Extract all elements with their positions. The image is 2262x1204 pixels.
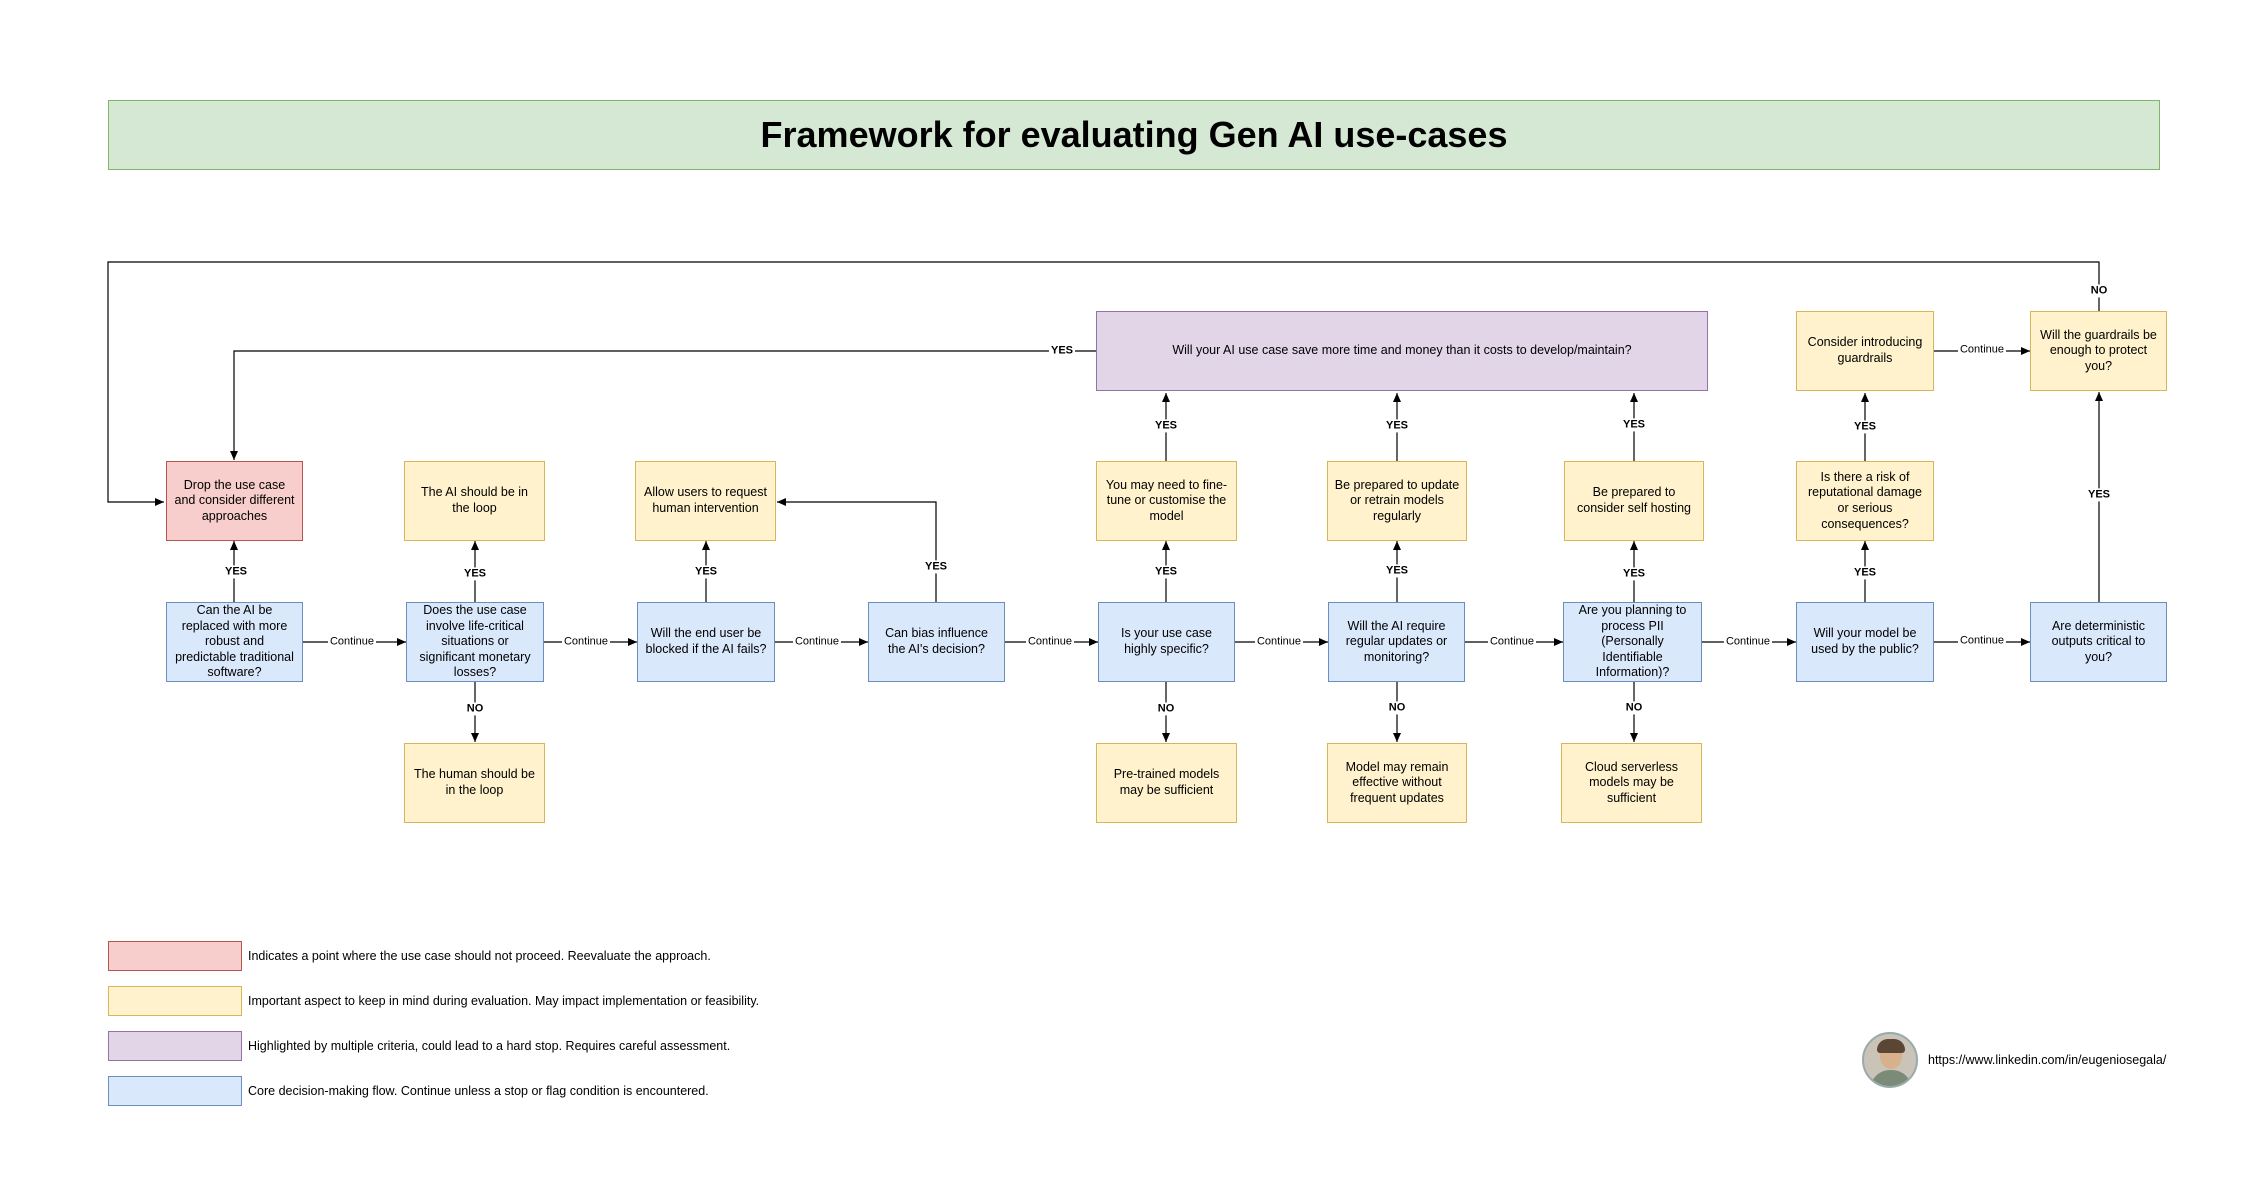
node-allow-intervention: Allow users to request human interventio…: [635, 461, 776, 541]
edge-label-yes: YES: [222, 565, 250, 579]
node-regular-updates: Will the AI require regular updates or m…: [1328, 602, 1465, 682]
edge-label-yes: YES: [1620, 418, 1648, 432]
legend-swatch-purple: [108, 1031, 242, 1061]
legend-text-purple: Highlighted by multiple criteria, could …: [248, 1039, 731, 1053]
node-highly-specific: Is your use case highly specific?: [1098, 602, 1235, 682]
edge-label-continue: Continue: [1487, 635, 1537, 649]
legend-swatch-red: [108, 941, 242, 971]
edge-label-yes: YES: [1152, 565, 1180, 579]
legend-swatch-yellow: [108, 986, 242, 1016]
edge-label-continue: Continue: [792, 635, 842, 649]
edge-bias-allow: [777, 498, 937, 602]
legend-text-yellow: Important aspect to keep in mind during …: [248, 994, 760, 1008]
edge-label-yes: YES: [1851, 566, 1879, 580]
edge-label-continue: Continue: [1723, 635, 1773, 649]
node-user-blocked: Will the end user be blocked if the AI f…: [637, 602, 775, 682]
edge-label-continue: Continue: [1957, 343, 2007, 357]
legend-text-red: Indicates a point where the use case sho…: [248, 949, 711, 963]
edge-label-continue: Continue: [1957, 634, 2007, 648]
node-remain-effective: Model may remain effective without frequ…: [1327, 743, 1467, 823]
node-process-pii: Are you planning to process PII (Persona…: [1563, 602, 1702, 682]
legend-text-blue: Core decision-making flow. Continue unle…: [248, 1084, 709, 1098]
edge-label-yes: YES: [1048, 344, 1076, 358]
edge-label-continue: Continue: [1025, 635, 1075, 649]
node-pretrained: Pre-trained models may be sufficient: [1096, 743, 1237, 823]
edge-label-yes: YES: [1620, 567, 1648, 581]
edge-label-yes: YES: [922, 560, 950, 574]
node-guardrails: Consider introducing guardrails: [1796, 311, 1934, 391]
edge-enough-drop: [107, 261, 2100, 506]
node-guardrails-enough: Will the guardrails be enough to protect…: [2030, 311, 2167, 391]
edge-label-yes: YES: [1383, 419, 1411, 433]
edge-label-yes: YES: [1152, 419, 1180, 433]
node-public-use: Will your model be used by the public?: [1796, 602, 1934, 682]
node-bias: Can bias influence the AI's decision?: [868, 602, 1005, 682]
edge-label-yes: YES: [2085, 488, 2113, 502]
legend-swatch-blue: [108, 1076, 242, 1106]
node-serverless: Cloud serverless models may be sufficien…: [1561, 743, 1702, 823]
node-drop-use-case: Drop the use case and consider different…: [166, 461, 303, 541]
author-linkedin-link[interactable]: https://www.linkedin.com/in/eugeniosegal…: [1928, 1053, 2167, 1067]
edge-label-continue: Continue: [327, 635, 377, 649]
edge-save-drop: [230, 350, 1096, 460]
edge-label-no: NO: [1623, 701, 1645, 715]
author-avatar: [1862, 1032, 1918, 1088]
node-self-hosting: Be prepared to consider self hosting: [1564, 461, 1704, 541]
node-finetune: You may need to fine-tune or customise t…: [1096, 461, 1237, 541]
edge-label-yes: YES: [461, 567, 489, 581]
node-human-in-loop: The human should be in the loop: [404, 743, 545, 823]
edge-label-yes: YES: [692, 565, 720, 579]
edge-label-yes: YES: [1383, 564, 1411, 578]
node-life-critical: Does the use case involve life-critical …: [406, 602, 544, 682]
node-save-time-money: Will your AI use case save more time and…: [1096, 311, 1708, 391]
node-retrain: Be prepared to update or retrain models …: [1327, 461, 1467, 541]
edge-label-no: NO: [1386, 701, 1408, 715]
edge-label-no: NO: [2088, 284, 2110, 298]
node-reputational-risk: Is there a risk of reputational damage o…: [1796, 461, 1934, 541]
node-replace-software: Can the AI be replaced with more robust …: [166, 602, 303, 682]
edge-label-continue: Continue: [561, 635, 611, 649]
page-title: Framework for evaluating Gen AI use-case…: [760, 114, 1508, 155]
node-deterministic: Are deterministic outputs critical to yo…: [2030, 602, 2167, 682]
title-banner: Framework for evaluating Gen AI use-case…: [108, 100, 2160, 170]
edge-label-continue: Continue: [1254, 635, 1304, 649]
edge-label-no: NO: [464, 702, 486, 716]
edge-label-yes: YES: [1851, 420, 1879, 434]
node-ai-in-loop: The AI should be in the loop: [404, 461, 545, 541]
edge-label-no: NO: [1155, 702, 1177, 716]
